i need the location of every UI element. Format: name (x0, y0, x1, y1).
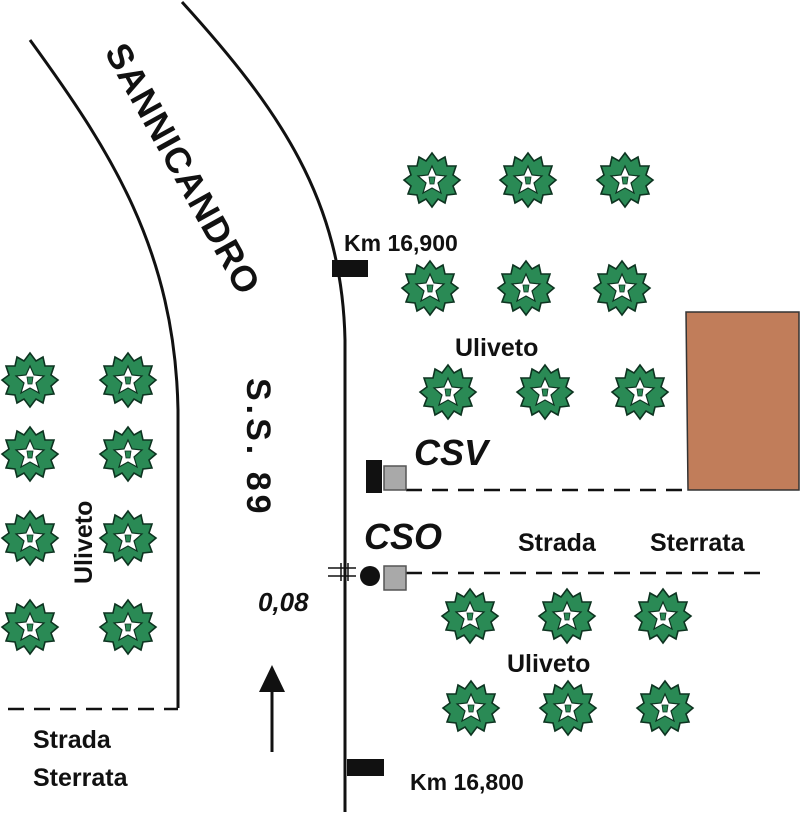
olive-tree-icon (403, 152, 461, 208)
olive-tree-icon (442, 680, 500, 736)
olive-tree-icon (499, 152, 557, 208)
offset-label: 0,08 (258, 587, 309, 617)
olive-tree-icon (1, 426, 59, 482)
offset-ticks (328, 563, 356, 581)
building (685, 311, 800, 491)
olive-grove-upper-right (401, 152, 669, 420)
olive-tree-icon (596, 152, 654, 208)
direction-arrow-icon (259, 665, 285, 752)
cso-box (383, 565, 407, 591)
olive-tree-icon (497, 260, 555, 316)
olive-tree-icon (593, 260, 651, 316)
uliveto-label-left: Uliveto (70, 501, 98, 584)
csv-box (383, 465, 407, 491)
sterrata-label-left: Sterrata (33, 764, 129, 792)
olive-tree-icon (419, 364, 477, 420)
cso-label: CSO (364, 516, 442, 557)
strada-label-left: Strada (33, 726, 112, 754)
uliveto-label-lower-right: Uliveto (507, 650, 590, 678)
csv-marker (366, 460, 382, 493)
strada-label-right: Strada (518, 529, 597, 557)
olive-tree-icon (99, 352, 157, 408)
olive-tree-icon (99, 599, 157, 655)
olive-tree-icon (634, 588, 692, 644)
sterrata-label-right: Sterrata (650, 529, 746, 557)
olive-tree-icon (636, 680, 694, 736)
olive-tree-icon (538, 588, 596, 644)
km-marker-upper (332, 260, 368, 277)
olive-tree-icon (611, 364, 669, 420)
olive-tree-icon (539, 680, 597, 736)
road-right-edge (180, 0, 347, 812)
olive-tree-icon (1, 599, 59, 655)
uliveto-label-upper-right: Uliveto (455, 334, 538, 362)
km-label-lower: Km 16,800 (410, 769, 524, 795)
olive-tree-icon (1, 352, 59, 408)
road-number-label: S.S. 89 (239, 378, 277, 518)
olive-tree-icon (1, 510, 59, 566)
km-label-upper: Km 16,900 (344, 230, 458, 256)
olive-tree-icon (441, 588, 499, 644)
olive-tree-icon (516, 364, 574, 420)
km-marker-lower (347, 759, 384, 776)
olive-tree-icon (99, 426, 157, 482)
road-left-edge (28, 39, 180, 708)
olive-tree-icon (99, 510, 157, 566)
csv-label: CSV (414, 432, 491, 473)
cso-marker (360, 566, 380, 586)
olive-tree-icon (401, 260, 459, 316)
